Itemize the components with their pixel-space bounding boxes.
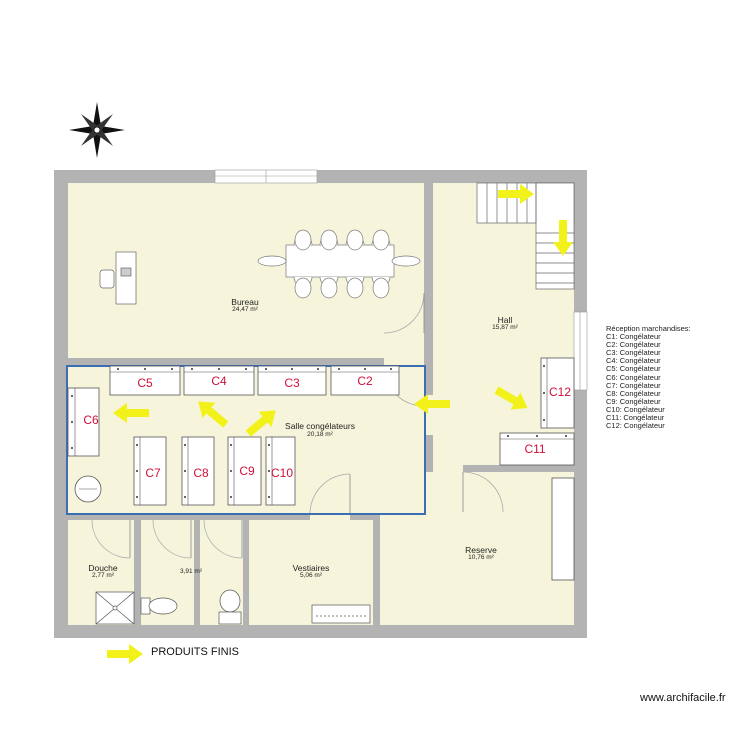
room-label-vestiaires: Vestiaires [292,563,330,573]
freezer-label-c10: C10 [270,466,293,480]
room-label-hall: Hall [497,315,513,325]
legend-item: C11: Congélateur [606,413,665,423]
freezer-label-c7: C7 [145,466,161,480]
freezer-label-c9: C9 [239,464,255,478]
staircase [476,182,575,290]
watermark[interactable]: www.archifacile.fr [640,692,726,704]
freezer-c8 [181,436,215,506]
freezer-label-c5: C5 [137,376,153,390]
freezer-label-c12: C12 [548,385,571,399]
toilet-2 [218,589,242,625]
legend-item: C2: Congélateur [606,340,661,350]
freezer-label-c8: C8 [193,466,209,480]
reserve-shelf [551,477,575,581]
room-area-wc: 3,91 m² [179,568,203,575]
legend-item: C6: Congélateur [606,372,661,382]
legend-item: C1: Congélateur [606,332,661,342]
room-area-vestiaires: 5,06 m² [299,572,323,579]
key-arrow-icon [107,644,143,664]
legend-item: C10: Congélateur [606,404,665,414]
toilet-1 [140,597,178,615]
freezer-c10 [265,436,296,506]
room-area-salle: 20,18 m² [307,431,333,438]
legend-item: C4: Congélateur [606,356,661,366]
freezer-c7 [133,436,167,506]
freezer-c3 [257,365,327,396]
room-area-hall: 15,87 m² [492,324,518,331]
window-top [214,169,318,184]
meeting-table [257,229,421,299]
room-area-bureau: 24,47 m² [232,306,258,313]
room-area-reserve: 10,76 m² [468,554,494,561]
legend-item: C5: Congélateur [606,364,661,374]
doors [91,287,504,559]
legend-item: C3: Congélateur [606,348,661,358]
freezer-c4 [183,365,255,396]
room-label-bureau: Bureau [231,297,259,307]
freezer-c9 [227,436,262,506]
room-label-douche: Douche [88,563,118,573]
desk [99,251,137,305]
key-label: PRODUITS FINIS [151,646,240,658]
legend-title: Réception marchandises: [606,324,691,333]
window-right [573,311,588,391]
room-label-salle: Salle congélateurs [285,421,355,431]
freezer-label-c11: C11 [524,442,546,456]
freezer-label-c2: C2 [357,374,373,388]
freezer-c6 [67,387,100,457]
legend-item: C8: Congélateur [606,388,661,398]
vestiaires-bench [311,604,371,624]
shower-tray [95,591,135,625]
freezer-label-c4: C4 [211,374,227,388]
room-area-douche: 2,77 m² [91,572,115,579]
compass-rose-icon [69,102,125,158]
freezer-label-c3: C3 [284,376,300,390]
freezer-c2 [330,365,400,396]
freezer-legend: Réception marchandises: C1: Congélateur … [606,324,691,431]
freezer-c5 [109,365,181,396]
freezer-label-c6: C6 [83,413,99,427]
freezer-c12 [540,357,575,429]
room-label-reserve: Reserve [465,545,497,555]
legend-item: C12: Congélateur [606,421,665,431]
legend-item: C7: Congélateur [606,380,661,390]
freezer-c11 [499,432,575,466]
legend-item: C9: Congélateur [606,396,661,406]
room-reserve [380,472,574,625]
